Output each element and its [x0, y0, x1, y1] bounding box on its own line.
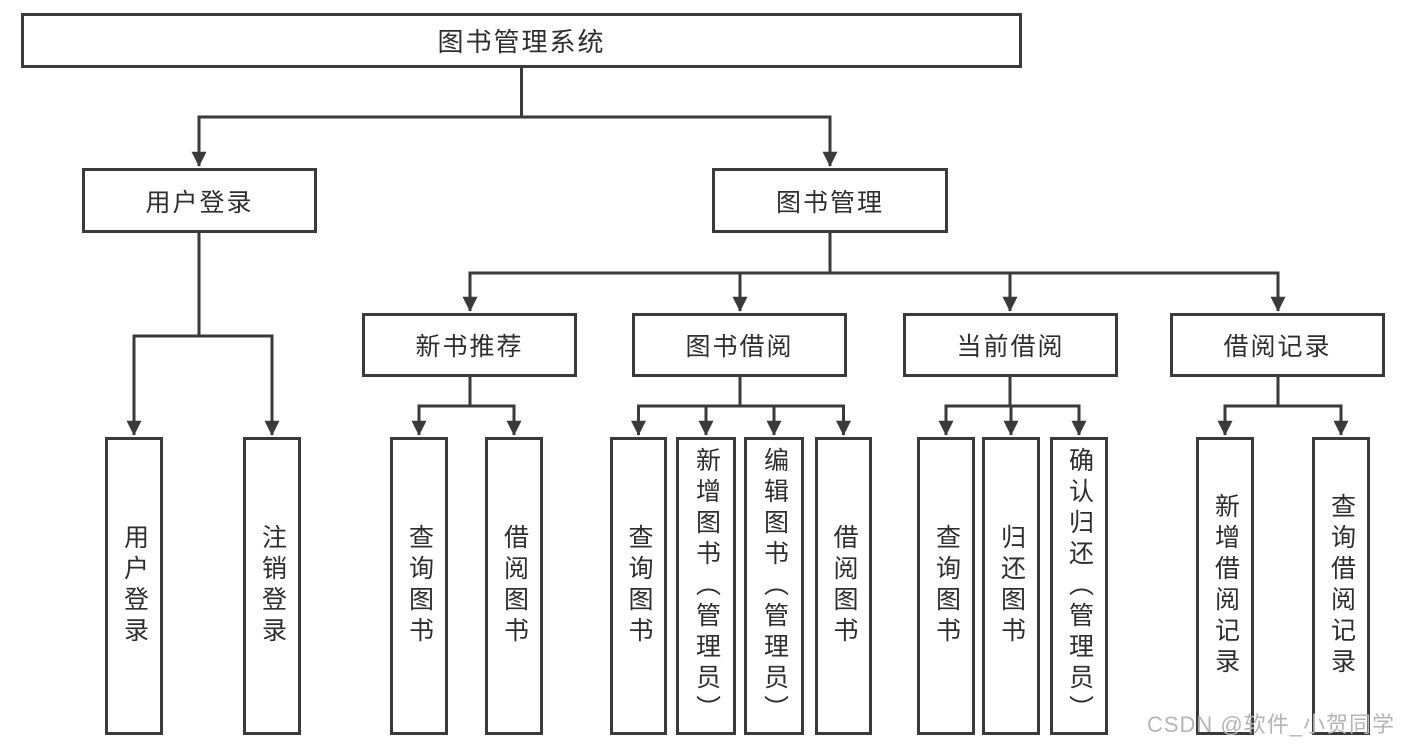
leaf-query-books-newrec-label: 查询图书: [405, 524, 434, 648]
leaf-borrow-books-borrow: 借阅图书: [815, 437, 872, 735]
leaf-borrow-books-borrow-label: 借阅图书: [830, 524, 858, 648]
node-book-management-label: 图书管理: [775, 188, 884, 217]
node-new-book-recommendation-label: 新书推荐: [415, 333, 524, 361]
node-borrowing-records: 借阅记录: [1170, 313, 1385, 377]
leaf-query-books-newrec: 查询图书: [390, 437, 448, 735]
leaf-query-books-current-label: 查询图书: [932, 524, 961, 648]
leaf-query-books-borrow-label: 查询图书: [625, 524, 653, 648]
leaf-query-borrow-record: 查询借阅记录: [1312, 437, 1370, 735]
leaf-add-borrow-record: 新增借阅记录: [1196, 437, 1254, 735]
leaf-borrow-books-newrec-label: 借阅图书: [500, 524, 529, 648]
node-user-login-label: 用户登录: [145, 188, 254, 217]
leaf-confirm-return-admin: 确认归还（管理员）: [1050, 437, 1108, 735]
leaf-logout-label: 注销登录: [258, 524, 287, 648]
leaf-query-books-current: 查询图书: [917, 437, 975, 735]
leaf-add-book-admin-label: 新增图书（管理员）: [692, 446, 721, 726]
leaf-return-book: 归还图书: [982, 437, 1040, 735]
node-new-book-recommendation: 新书推荐: [362, 313, 577, 377]
node-book-borrowing-label: 图书借阅: [685, 333, 794, 361]
node-current-borrowing: 当前借阅: [903, 313, 1118, 377]
leaf-query-borrow-record-label: 查询借阅记录: [1327, 493, 1356, 679]
node-root: 图书管理系统: [21, 13, 1022, 68]
leaf-confirm-return-admin-label: 确认归还（管理员）: [1065, 446, 1094, 726]
leaf-logout: 注销登录: [243, 437, 301, 735]
leaf-borrow-books-newrec: 借阅图书: [485, 437, 543, 735]
node-root-label: 图书管理系统: [437, 27, 606, 57]
node-book-management: 图书管理: [712, 168, 948, 233]
node-current-borrowing-label: 当前借阅: [956, 333, 1065, 361]
node-borrowing-records-label: 借阅记录: [1223, 333, 1332, 361]
watermark: CSDN @软件_小贺同学: [1146, 712, 1395, 737]
leaf-edit-book-admin-label: 编辑图书（管理员）: [760, 446, 789, 726]
leaf-query-books-borrow: 查询图书: [610, 437, 667, 735]
leaf-edit-book-admin: 编辑图书（管理员）: [744, 437, 804, 735]
leaf-add-borrow-record-label: 新增借阅记录: [1211, 493, 1240, 679]
leaf-user-login-label: 用户登录: [120, 524, 149, 648]
node-book-borrowing: 图书借阅: [632, 313, 847, 377]
leaf-add-book-admin: 新增图书（管理员）: [676, 437, 736, 735]
leaf-return-book-label: 归还图书: [997, 524, 1026, 648]
node-user-login: 用户登录: [82, 168, 317, 233]
leaf-user-login: 用户登录: [105, 437, 163, 735]
